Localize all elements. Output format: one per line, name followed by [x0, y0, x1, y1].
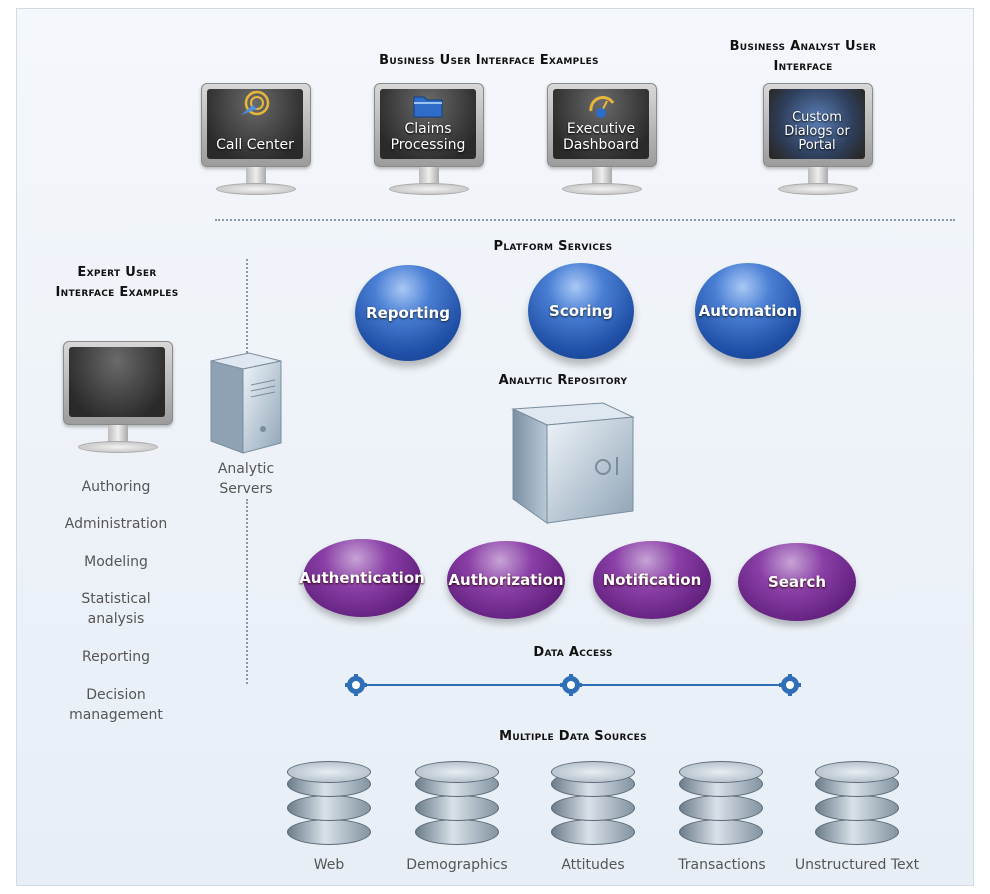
data-source-label: Demographics [406, 857, 508, 873]
server-icon [210, 352, 282, 454]
database-icon [287, 761, 371, 847]
database-icon [551, 761, 635, 847]
gear-icon [560, 674, 582, 696]
analytic-servers-label: Analytic Servers [217, 461, 275, 497]
data-source-label: Web [313, 857, 345, 873]
service-label: Automation [698, 302, 798, 320]
multiple-data-sources-heading: Multiple Data Sources [499, 729, 647, 744]
service-label: Scoring [549, 302, 613, 320]
database-icon [679, 761, 763, 847]
expert-monitor [63, 341, 173, 459]
service-label: Authorization [448, 571, 564, 589]
expert-item: Modeling [84, 554, 148, 570]
scoring-service: Scoring [528, 263, 634, 359]
automation-service: Automation [695, 263, 801, 359]
expert-item: Authoring [81, 479, 151, 495]
business-analyst-heading: Business Analyst User Interface [729, 39, 877, 74]
service-label: Reporting [366, 304, 450, 322]
service-label: Search [767, 573, 827, 591]
expert-item: Administration [64, 516, 168, 532]
monitor-label: Custom Dialogs or Portal [784, 110, 850, 153]
search-service: Search [738, 543, 856, 621]
call-center-monitor: Call Center [201, 83, 311, 201]
business-user-heading: Business User Interface Examples [379, 53, 599, 68]
expert-item: Reporting [81, 649, 151, 665]
gauge-icon [589, 96, 615, 118]
data-source-label: Unstructured Text [794, 857, 920, 873]
architecture-diagram: Business User Interface Examples Busines… [16, 8, 974, 886]
monitor-label: Claims Processing [390, 121, 466, 153]
service-label: Notification [602, 571, 702, 589]
repository-safe-icon [511, 402, 635, 524]
database-icon [415, 761, 499, 847]
custom-portal-monitor: Custom Dialogs or Portal [763, 83, 873, 201]
gear-icon [345, 674, 367, 696]
expert-item: Decision management [69, 687, 163, 723]
gear-icon [779, 674, 801, 696]
reporting-service: Reporting [355, 265, 461, 361]
monitor-label: Executive Dashboard [563, 121, 639, 153]
authentication-service: Authentication [299, 539, 425, 617]
vertical-separator [246, 499, 248, 684]
call-center-icon [241, 90, 270, 116]
separator-line [215, 219, 955, 221]
database-icon [815, 761, 899, 847]
notification-service: Notification [593, 541, 711, 619]
executive-dashboard-monitor: Executive Dashboard [547, 83, 657, 201]
authorization-service: Authorization [447, 541, 565, 619]
data-source-label: Attitudes [561, 857, 625, 873]
expert-user-heading: Expert User Interface Examples [55, 265, 179, 300]
monitor-label: Call Center [216, 137, 294, 153]
platform-services-heading: Platform Services [493, 239, 613, 254]
data-source-label: Transactions [678, 857, 766, 873]
claims-processing-monitor: Claims Processing [374, 83, 484, 201]
service-label: Authentication [299, 569, 425, 587]
analytic-repository-heading: Analytic Repository [498, 373, 628, 388]
folder-icon [413, 96, 443, 118]
data-access-heading: Data Access [533, 645, 613, 660]
expert-item: Statistical analysis [81, 591, 151, 627]
